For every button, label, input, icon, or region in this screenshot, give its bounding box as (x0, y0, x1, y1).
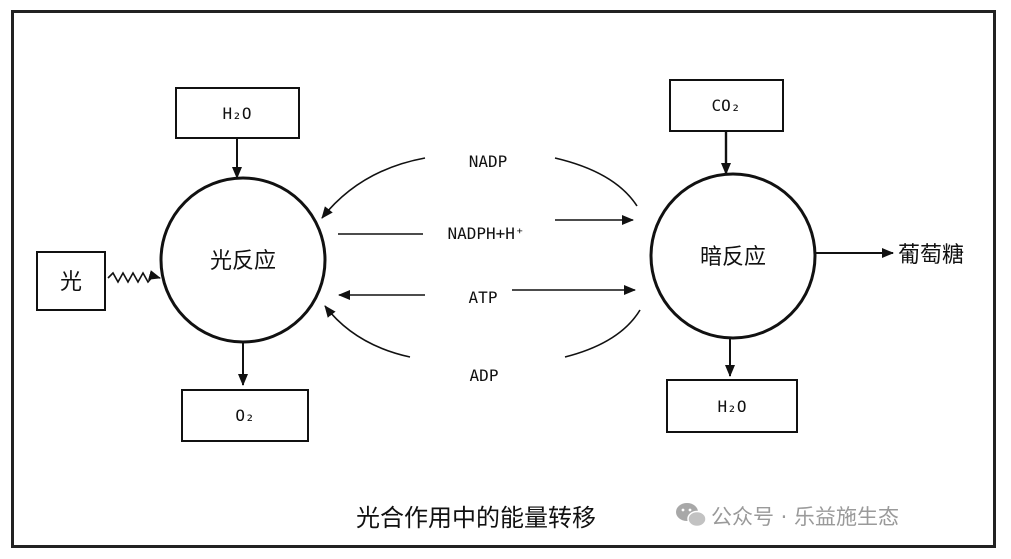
dark-reaction-circle (649, 172, 817, 340)
nadp-label: NADP (469, 152, 508, 171)
atp-label: ATP (469, 288, 498, 307)
light-wavy-arrow (107, 270, 161, 284)
h2o-output-label: H₂O (718, 397, 747, 416)
nadp-return-arc-right (554, 157, 638, 207)
light-reaction-label: 光反应 (210, 249, 276, 274)
nadp-return-arc-left (321, 157, 426, 219)
adp-return-arc-right (564, 309, 641, 358)
h2o-input-label: H₂O (223, 104, 252, 123)
adp-label: ADP (470, 366, 499, 385)
h2o-output-box (666, 379, 798, 433)
light-source-box (36, 251, 106, 311)
co2-input-box (669, 79, 784, 132)
o2-output-label: O₂ (235, 406, 254, 425)
watermark-text: 公众号 · 乐益施生态 (711, 505, 899, 529)
diagram-caption: 光合作用中的能量转移 (356, 504, 596, 532)
co2-input-label: CO₂ (712, 96, 741, 115)
glucose-output-label: 葡萄糖 (898, 243, 964, 268)
nadph-label: NADPH+H⁺ (447, 224, 524, 243)
wechat-icon (676, 503, 707, 528)
dark-reaction-label: 暗反应 (700, 245, 766, 270)
o2-output-box (181, 389, 309, 442)
light-source-label: 光 (60, 270, 82, 295)
adp-return-arc-left (324, 305, 411, 358)
h2o-input-box (175, 87, 300, 139)
